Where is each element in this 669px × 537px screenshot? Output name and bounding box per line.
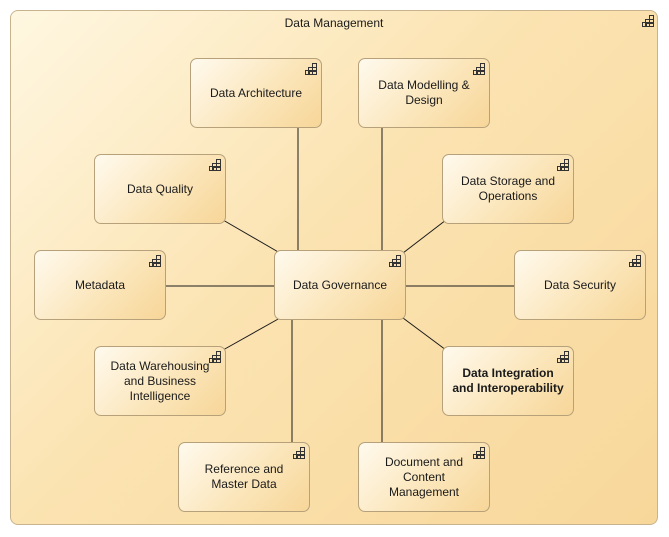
grouping-icon xyxy=(557,351,569,363)
node-data-security[interactable]: Data Security xyxy=(514,250,646,320)
grouping-icon xyxy=(305,63,317,75)
grouping-icon xyxy=(293,447,305,459)
node-reference-master-data[interactable]: Reference and Master Data xyxy=(178,442,310,512)
group-title: Data Management xyxy=(284,16,384,30)
node-label: Data Security xyxy=(543,277,617,292)
node-label: Data Warehousing and Business Intelligen… xyxy=(110,358,210,403)
node-data-quality[interactable]: Data Quality xyxy=(94,154,226,224)
node-data-governance[interactable]: Data Governance xyxy=(274,250,406,320)
grouping-icon xyxy=(642,15,654,27)
node-label: Document and Content Management xyxy=(384,454,464,499)
grouping-icon xyxy=(149,255,161,267)
node-label: Data Modelling & Design xyxy=(378,78,470,107)
node-data-integration-interoperability[interactable]: Data Integration and Interoperability xyxy=(442,346,574,416)
connector-storage xyxy=(402,219,447,254)
node-label: Metadata xyxy=(74,277,126,292)
node-label: Data Storage and Operations xyxy=(460,174,556,203)
connector-warehousing xyxy=(222,317,281,351)
grouping-icon xyxy=(629,255,641,267)
node-data-storage-operations[interactable]: Data Storage and Operations xyxy=(442,154,574,224)
grouping-icon xyxy=(209,351,221,363)
grouping-icon xyxy=(473,63,485,75)
node-label: Reference and Master Data xyxy=(204,462,284,491)
grouping-icon xyxy=(209,159,221,171)
node-label: Data Integration and Interoperability xyxy=(452,366,564,395)
node-label: Data Governance xyxy=(292,277,388,292)
grouping-icon xyxy=(389,255,401,267)
node-metadata[interactable]: Metadata xyxy=(34,250,166,320)
grouping-icon xyxy=(473,447,485,459)
node-label: Data Architecture xyxy=(209,85,303,100)
node-data-modelling-design[interactable]: Data Modelling & Design xyxy=(358,58,490,128)
node-document-content-management[interactable]: Document and Content Management xyxy=(358,442,490,512)
connector-integration xyxy=(402,317,447,351)
node-data-architecture[interactable]: Data Architecture xyxy=(190,58,322,128)
node-data-warehousing-bi[interactable]: Data Warehousing and Business Intelligen… xyxy=(94,346,226,416)
grouping-icon xyxy=(557,159,569,171)
node-label: Data Quality xyxy=(126,181,194,196)
connector-quality xyxy=(222,219,281,254)
